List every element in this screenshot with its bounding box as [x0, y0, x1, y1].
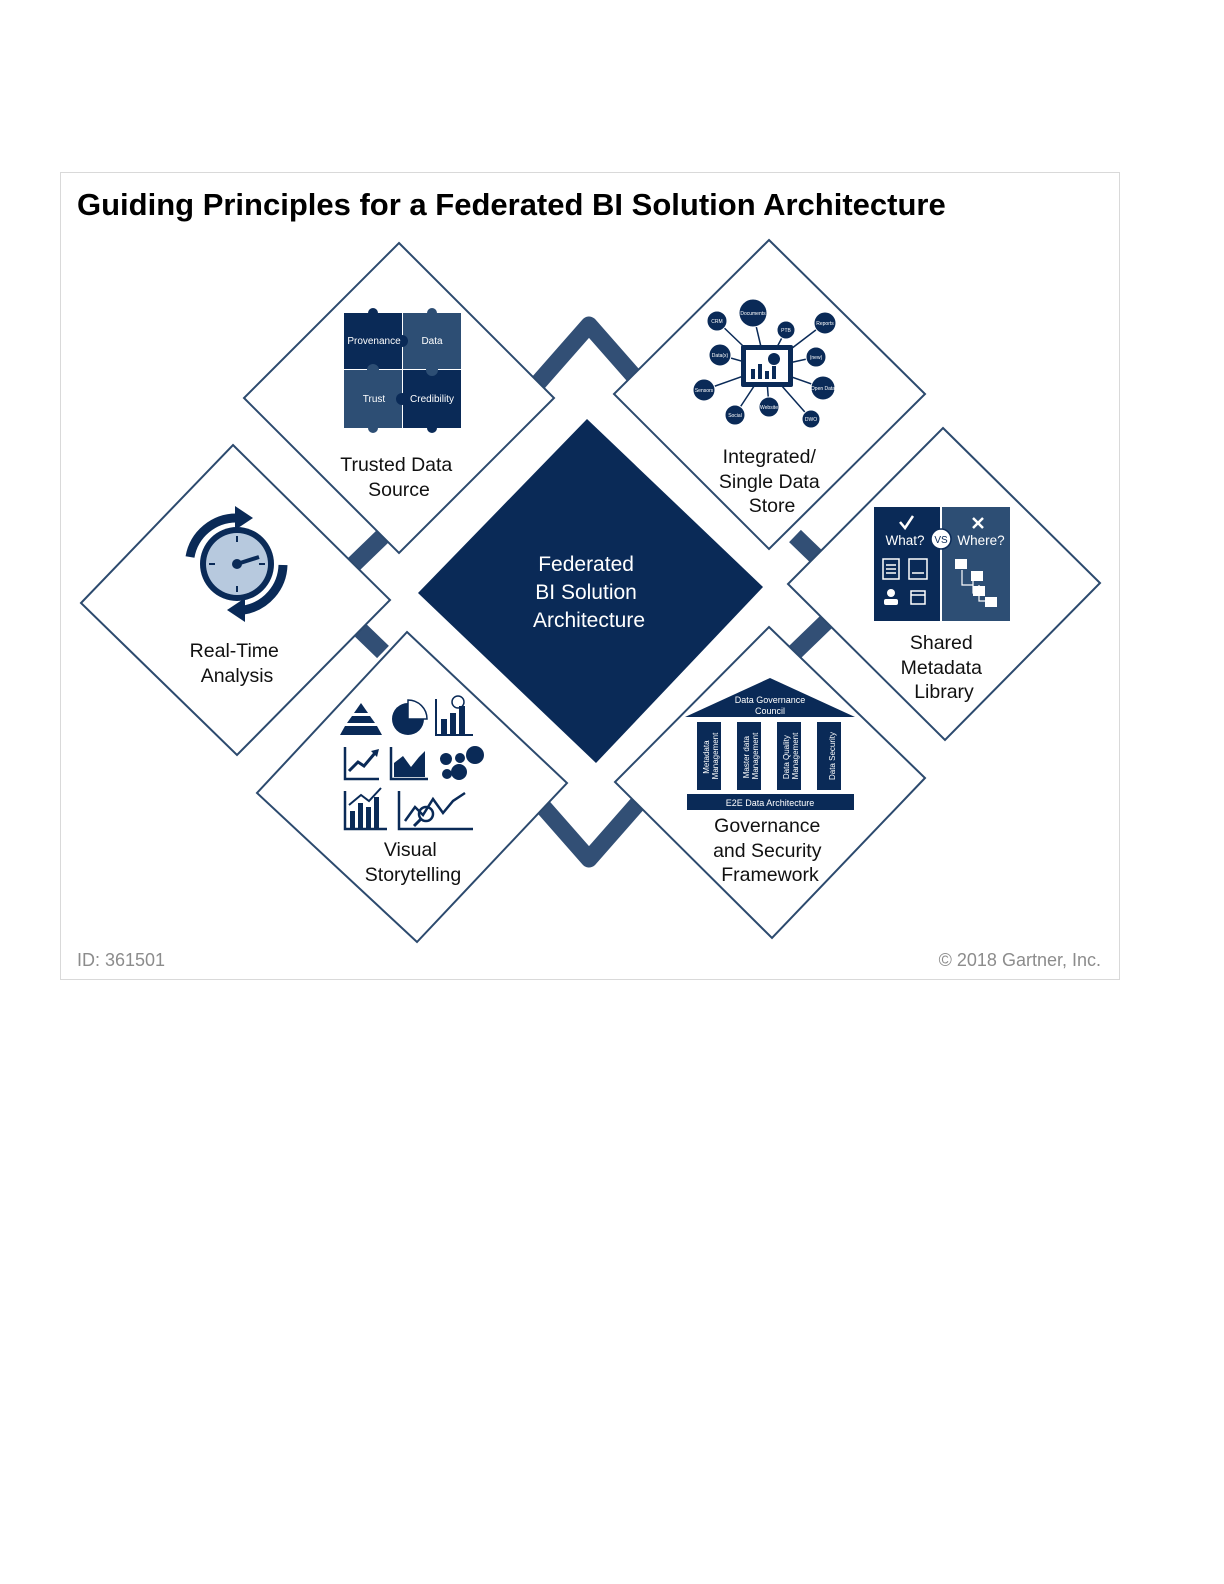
- diamond-governance: [613, 625, 927, 940]
- hub-node-label: Data(x): [712, 353, 729, 359]
- base-label: E2E Data Architecture: [726, 798, 815, 808]
- what-label: What?: [885, 533, 924, 548]
- label-line: Source: [368, 479, 430, 501]
- label-line: Integrated/: [723, 446, 817, 468]
- pyramid-chart-icon: [340, 703, 382, 735]
- figure-id: ID: 361501: [77, 950, 166, 970]
- pillar-label: Data Security: [828, 732, 837, 780]
- copyright: © 2018 Gartner, Inc.: [938, 950, 1101, 970]
- pillar-label: Master data: [742, 735, 751, 778]
- growth-bar-icon: [343, 787, 387, 831]
- label-realtime: Real-Time Analysis: [190, 640, 285, 687]
- hub-node-label: Social: [728, 413, 742, 419]
- pillar-label: Data Quality: [782, 735, 791, 779]
- label-trusted: Trusted Data Source: [340, 454, 457, 501]
- puzzle-label: Trust: [363, 394, 386, 405]
- document-icon: [882, 558, 928, 580]
- stopwatch-refresh-icon: [185, 506, 288, 622]
- roof-label: Council: [755, 706, 785, 716]
- hub-node-label: PTB: [781, 328, 791, 334]
- where-label: Where?: [957, 533, 1004, 548]
- diamond-integrated: [612, 238, 927, 551]
- bar-chart-dollar-icon: [435, 695, 473, 736]
- hub-node-label: DWO: [805, 417, 817, 423]
- puzzle-label: Provenance: [347, 336, 401, 347]
- hub-node-label: Open Data: [811, 386, 835, 392]
- pie-chart-icon: [392, 699, 428, 735]
- svg-text:Data Security: Data Security: [828, 732, 837, 780]
- label-line: Visual: [384, 839, 437, 861]
- hub-node-label: (new): [810, 355, 823, 361]
- page-title: Guiding Principles for a Federated BI So…: [77, 187, 946, 222]
- svg-text:Data Quality Managemen: Data Quality Management: [782, 732, 800, 779]
- label-line: Single Data: [719, 471, 820, 493]
- connector-bottom: [531, 795, 647, 868]
- label-line: Trusted Data: [340, 454, 452, 476]
- connector-top: [531, 316, 647, 389]
- label-line: Governance: [714, 815, 820, 837]
- center-label-line: BI Solution: [535, 581, 637, 604]
- center-diamond: [418, 419, 763, 763]
- label-visual: Visual Storytelling: [365, 839, 461, 886]
- figure: Guiding Principles for a Federated BI So…: [60, 172, 1120, 980]
- label-line: Store: [749, 495, 796, 517]
- check-icon: [899, 515, 915, 531]
- vs-badge: [930, 528, 952, 550]
- pillar-label: Metadata: [702, 740, 711, 774]
- pillar-label: Management: [791, 732, 800, 779]
- puzzle-icon: Provenance Data Trust Credibility: [344, 308, 461, 433]
- bubble-chart-icon: [440, 746, 484, 780]
- label-integrated: Integrated/ Single Data Store: [719, 446, 825, 517]
- pillar-label: Management: [711, 732, 720, 779]
- diamond-visual: [255, 630, 569, 944]
- hub-node-label: Sensors: [695, 388, 714, 394]
- hub-node-label: Website: [760, 405, 778, 411]
- label-metadata: Shared Metadata Library: [901, 632, 988, 703]
- svg-text:Master data Management: Master data Management: [742, 732, 760, 779]
- hub-node-label: CRM: [711, 319, 722, 325]
- svg-text:Metadata Management: Metadata Management: [702, 732, 720, 779]
- hierarchy-icon: [955, 559, 997, 607]
- diagram: Federated BI Solution Architecture Prove…: [79, 238, 1102, 944]
- metadata-icon: What? Where? VS: [874, 507, 1010, 621]
- governance-temple-icon: Data Governance Council E2E Data Archite…: [685, 678, 855, 810]
- label-line: Storytelling: [365, 864, 461, 886]
- label-governance: Governance and Security Framework: [713, 815, 827, 886]
- label-line: Library: [914, 681, 974, 703]
- center-label-line: Federated: [538, 553, 634, 576]
- label-line: Real-Time: [190, 640, 279, 662]
- calendar-icon: [910, 590, 926, 605]
- puzzle-label: Data: [421, 336, 443, 347]
- line-chart-icon: [343, 747, 379, 781]
- trend-magnifier-icon: [397, 791, 473, 831]
- charts-icon: [340, 695, 484, 831]
- label-line: and Security: [713, 840, 822, 862]
- center-label-line: Architecture: [533, 609, 645, 632]
- vs-label: VS: [934, 535, 948, 546]
- center-label: Federated BI Solution Architecture: [533, 553, 645, 632]
- pillar-label: Management: [751, 732, 760, 779]
- hub-node-label: Reports: [816, 321, 834, 327]
- label-line: Shared: [910, 632, 973, 654]
- label-line: Framework: [721, 864, 819, 886]
- data-hub-icon: CRM Documents PTB Reports Data(x) (new) …: [692, 298, 837, 429]
- area-chart-icon: [389, 747, 428, 781]
- cross-icon: [972, 517, 984, 529]
- user-icon: [884, 589, 898, 605]
- roof-label: Data Governance: [735, 695, 806, 705]
- hub-node-label: Documents: [740, 311, 766, 317]
- label-line: Analysis: [201, 665, 274, 687]
- puzzle-label: Credibility: [410, 394, 454, 405]
- label-line: Metadata: [901, 657, 982, 679]
